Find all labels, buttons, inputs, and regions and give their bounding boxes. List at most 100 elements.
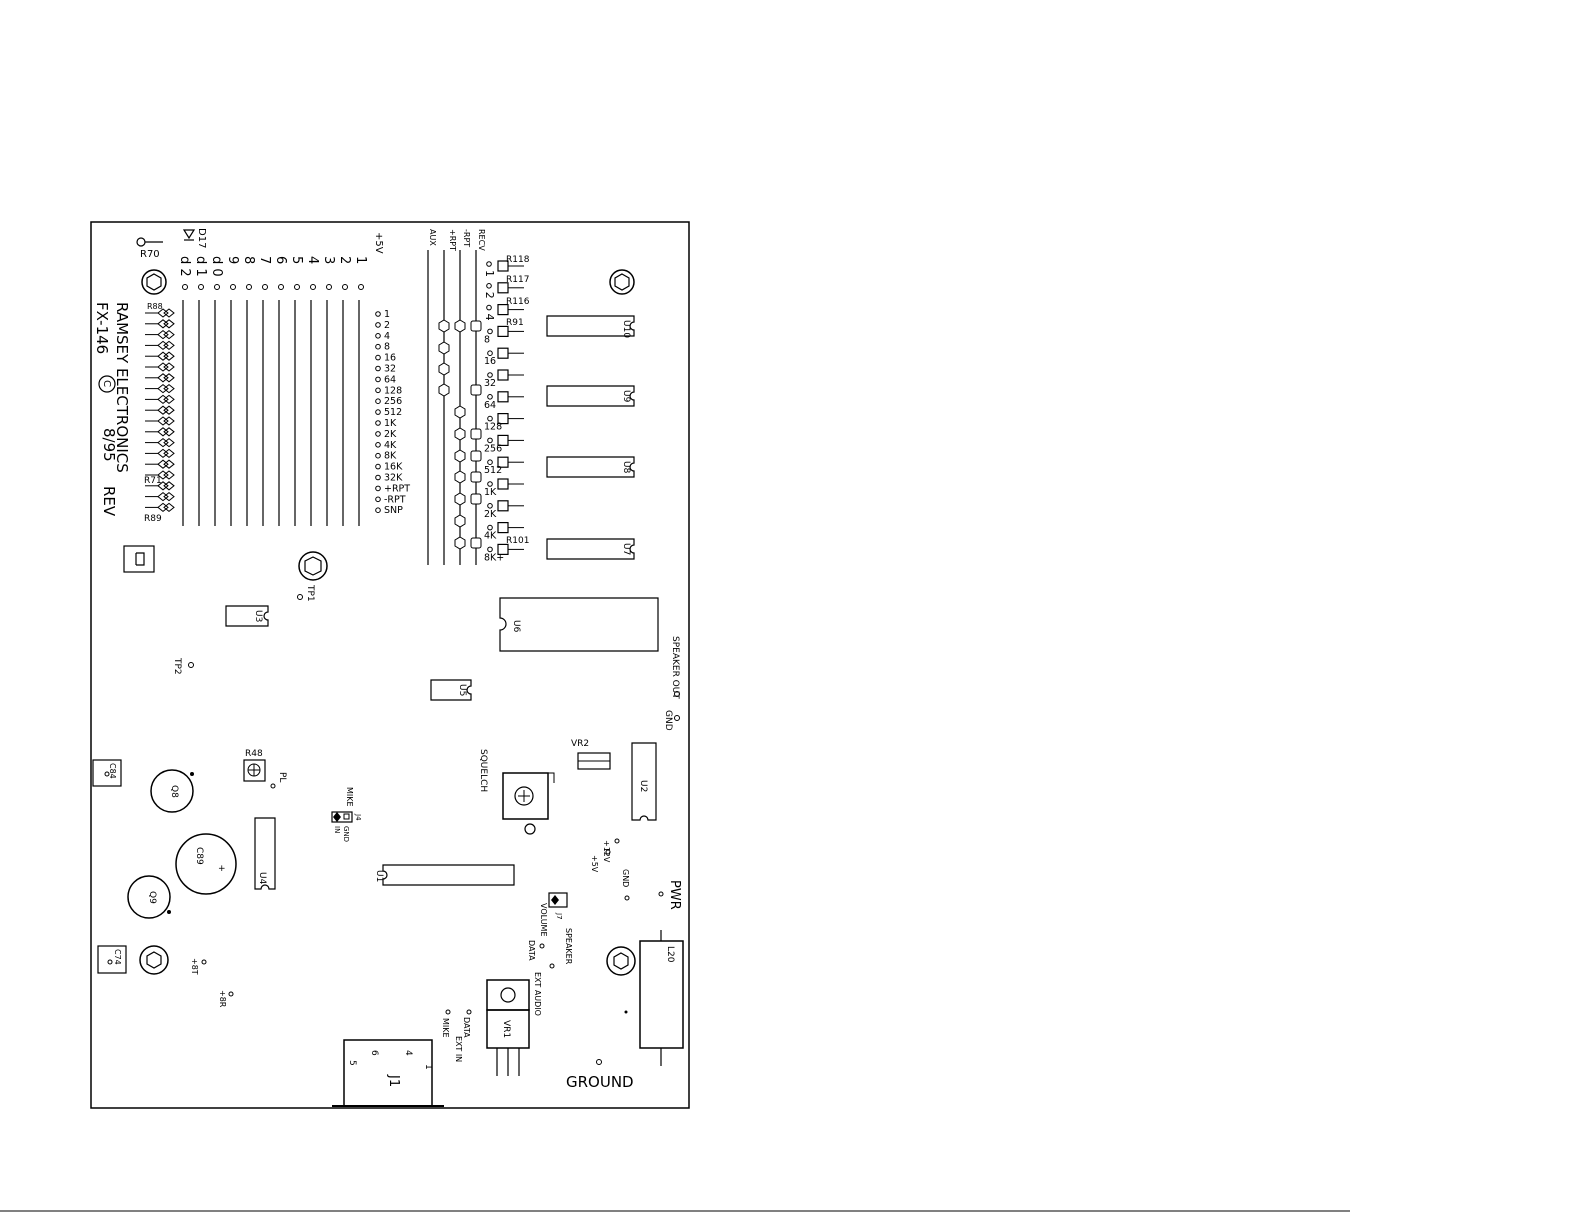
- ic-u3: U3: [225, 605, 269, 627]
- ext-audio-label: EXT AUDIO: [533, 972, 542, 1016]
- bus-pads: [438, 319, 482, 550]
- r116-label: R116: [506, 297, 530, 307]
- right-code-label: 4K: [484, 531, 497, 542]
- digit-label: 4: [305, 256, 320, 264]
- right-code-label: 4: [483, 314, 496, 321]
- code-label: 16K: [384, 462, 403, 473]
- tp1-label: TP1: [305, 584, 315, 602]
- digit-label: 7: [257, 256, 272, 264]
- model-label: FX-146: [93, 302, 111, 354]
- q7-transistor: [123, 545, 155, 573]
- r48-trimmer: [243, 759, 266, 782]
- right-code-label: 512: [484, 465, 502, 476]
- q9-transistor: [127, 875, 171, 919]
- speaker-out-label: SPEAKER OUT: [670, 636, 680, 699]
- ic-u7: U7: [546, 538, 635, 560]
- ic-u8: U8: [546, 456, 635, 478]
- recv-label: RECV: [477, 229, 486, 251]
- svg-text:1: 1: [423, 1064, 433, 1070]
- r48-label: R48: [245, 749, 263, 759]
- code-label: 128: [384, 385, 402, 396]
- code-label: 2: [384, 320, 390, 331]
- code-label-column: 12481632641282565121K2K4K8K16K32K+RPT-RP…: [375, 309, 410, 516]
- code-label: 8K: [384, 451, 397, 462]
- d17-label: D17: [196, 228, 207, 248]
- j4-header: [331, 811, 353, 823]
- right-code-label: 1: [483, 270, 496, 277]
- digit-label: 5: [289, 256, 304, 264]
- c74-label: C74: [113, 949, 122, 965]
- right-code-label: 2: [483, 292, 496, 299]
- code-label: 4K: [384, 440, 397, 451]
- gnd-pwr-label: GND: [621, 869, 630, 887]
- right-code-label: 1K: [484, 487, 497, 498]
- r118-label: R118: [506, 255, 530, 265]
- svg-text:U4: U4: [257, 872, 267, 885]
- svg-text:U2: U2: [638, 780, 648, 792]
- right-code-label: 8: [484, 334, 490, 345]
- data-out-label: DATA: [462, 1017, 471, 1038]
- code-label: 1K: [384, 418, 397, 429]
- plus-rpt-column-label: +RPT: [448, 229, 457, 251]
- rev-label: REV: [100, 486, 118, 517]
- r89-label: R89: [144, 514, 162, 524]
- c89-label: C89: [194, 847, 204, 865]
- svg-text:U7: U7: [621, 543, 631, 555]
- maker-label: RAMSEY ELECTRONICS: [113, 302, 131, 473]
- code-label: 32: [384, 364, 396, 375]
- code-label: 8: [384, 342, 390, 353]
- squelch-pot: [502, 772, 555, 835]
- ic-u6: U6: [499, 597, 659, 652]
- tp1-hole: [298, 551, 328, 581]
- vr1-regulator: VR1: [486, 979, 530, 1076]
- d17-diode-symbol: [182, 229, 196, 240]
- digit-label: d 2: [177, 256, 192, 277]
- svg-text:6: 6: [369, 1050, 379, 1056]
- ext-in-label: EXT IN: [454, 1036, 463, 1062]
- r117-label: R117: [506, 275, 529, 285]
- q8-transistor: [150, 769, 194, 813]
- mike-j1-label: MIKE: [441, 1018, 450, 1038]
- plus5v-pwr-label: +5V: [590, 855, 599, 873]
- digit-label: d 0: [209, 256, 224, 277]
- digit-label: 6: [273, 256, 288, 264]
- j4-gnd-label: GND: [342, 826, 350, 842]
- date-label: 8/95: [100, 428, 118, 462]
- right-code-label: 8K+: [484, 552, 504, 563]
- svg-text:U8: U8: [621, 461, 631, 474]
- j1-connector: J1 5 6 4 1: [332, 1039, 444, 1107]
- code-label: +RPT: [384, 483, 410, 494]
- mount-hole-top-left: [141, 269, 167, 295]
- svg-text:VR1: VR1: [501, 1020, 511, 1038]
- mount-hole-top-right: [609, 269, 635, 295]
- gnd-label: GND: [663, 710, 673, 731]
- svg-text:U10: U10: [621, 320, 631, 338]
- code-label: -RPT: [384, 494, 406, 505]
- mount-hole-left-low: [139, 945, 169, 975]
- right-code-label: 256: [484, 443, 502, 454]
- code-label: 16: [384, 353, 396, 364]
- r88-label: R88: [147, 302, 163, 311]
- board-outline: [90, 221, 690, 1109]
- right-code-label: 16: [484, 356, 496, 367]
- svg-text:5: 5: [347, 1060, 357, 1066]
- jumper-bank-left: [145, 300, 360, 526]
- right-code-label: 128: [484, 422, 502, 433]
- r101-label: R101: [506, 536, 529, 546]
- code-label: 64: [384, 374, 396, 385]
- mike-label: MIKE: [345, 787, 354, 807]
- ic-u1: U1: [374, 864, 515, 886]
- r70-label: R70: [140, 249, 160, 260]
- copyright-symbol: [98, 375, 116, 393]
- svg-text:U3: U3: [253, 610, 263, 622]
- ic-u10: U10: [546, 315, 635, 338]
- aux-label: AUX: [428, 229, 437, 246]
- tp2-label: TP2: [172, 657, 182, 675]
- plus8r-label: +8R: [218, 990, 227, 1008]
- svg-text:+: +: [218, 864, 226, 874]
- r71-label: R71: [144, 476, 162, 486]
- j4-in-label: IN: [333, 826, 341, 833]
